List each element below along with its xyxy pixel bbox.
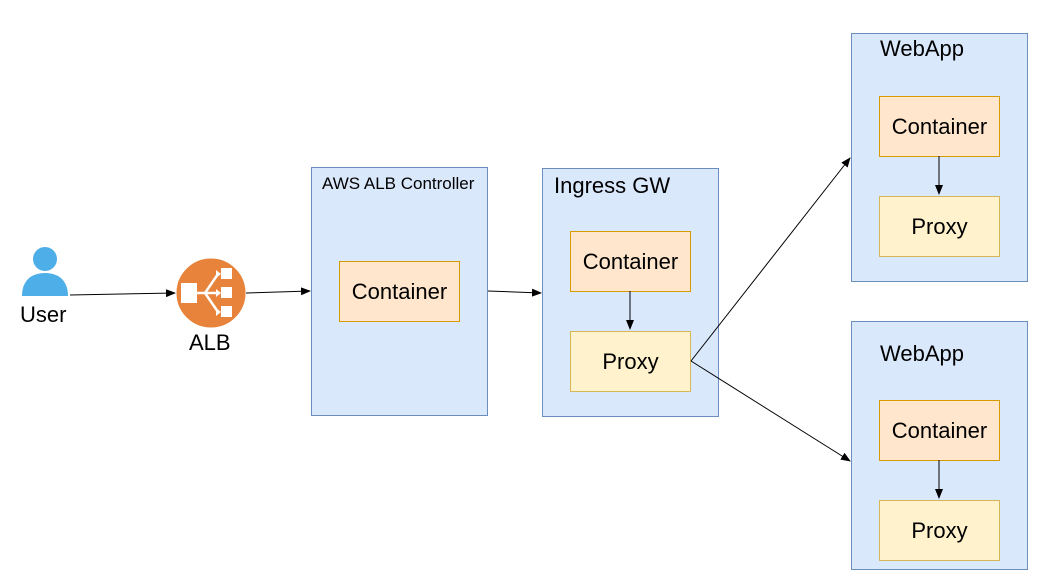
- webapp-1-title: WebApp: [880, 36, 964, 61]
- alb-label: ALB: [189, 330, 231, 355]
- ingress-gw-group: Ingress GW Container Proxy: [542, 168, 719, 417]
- ingress-gw-proxy: Proxy: [570, 331, 691, 392]
- webapp-2-title: WebApp: [880, 341, 964, 366]
- edge-alb-to-controller: [245, 287, 311, 296]
- load-balancer-icon: [176, 258, 246, 328]
- webapp-2-container: Container: [879, 400, 1000, 461]
- webapp-group-1: WebApp Container Proxy: [851, 33, 1028, 282]
- alb-controller-container: Container: [339, 261, 460, 322]
- ingress-gw-title: Ingress GW: [554, 173, 671, 198]
- alb-controller-title: AWS ALB Controller: [322, 174, 475, 193]
- edge-controller-to-ingress: [487, 288, 542, 297]
- webapp-1-container: Container: [879, 96, 1000, 157]
- user-label: User: [20, 302, 67, 327]
- user-icon: [22, 247, 68, 296]
- webapp-2-proxy: Proxy: [879, 500, 1000, 561]
- webapp-group-2: WebApp Container Proxy: [851, 321, 1028, 570]
- webapp-1-proxy: Proxy: [879, 196, 1000, 257]
- ingress-gw-container: Container: [570, 231, 691, 292]
- alb-controller-group: AWS ALB Controller Container: [311, 167, 488, 416]
- edge-user-to-alb: [69, 289, 176, 298]
